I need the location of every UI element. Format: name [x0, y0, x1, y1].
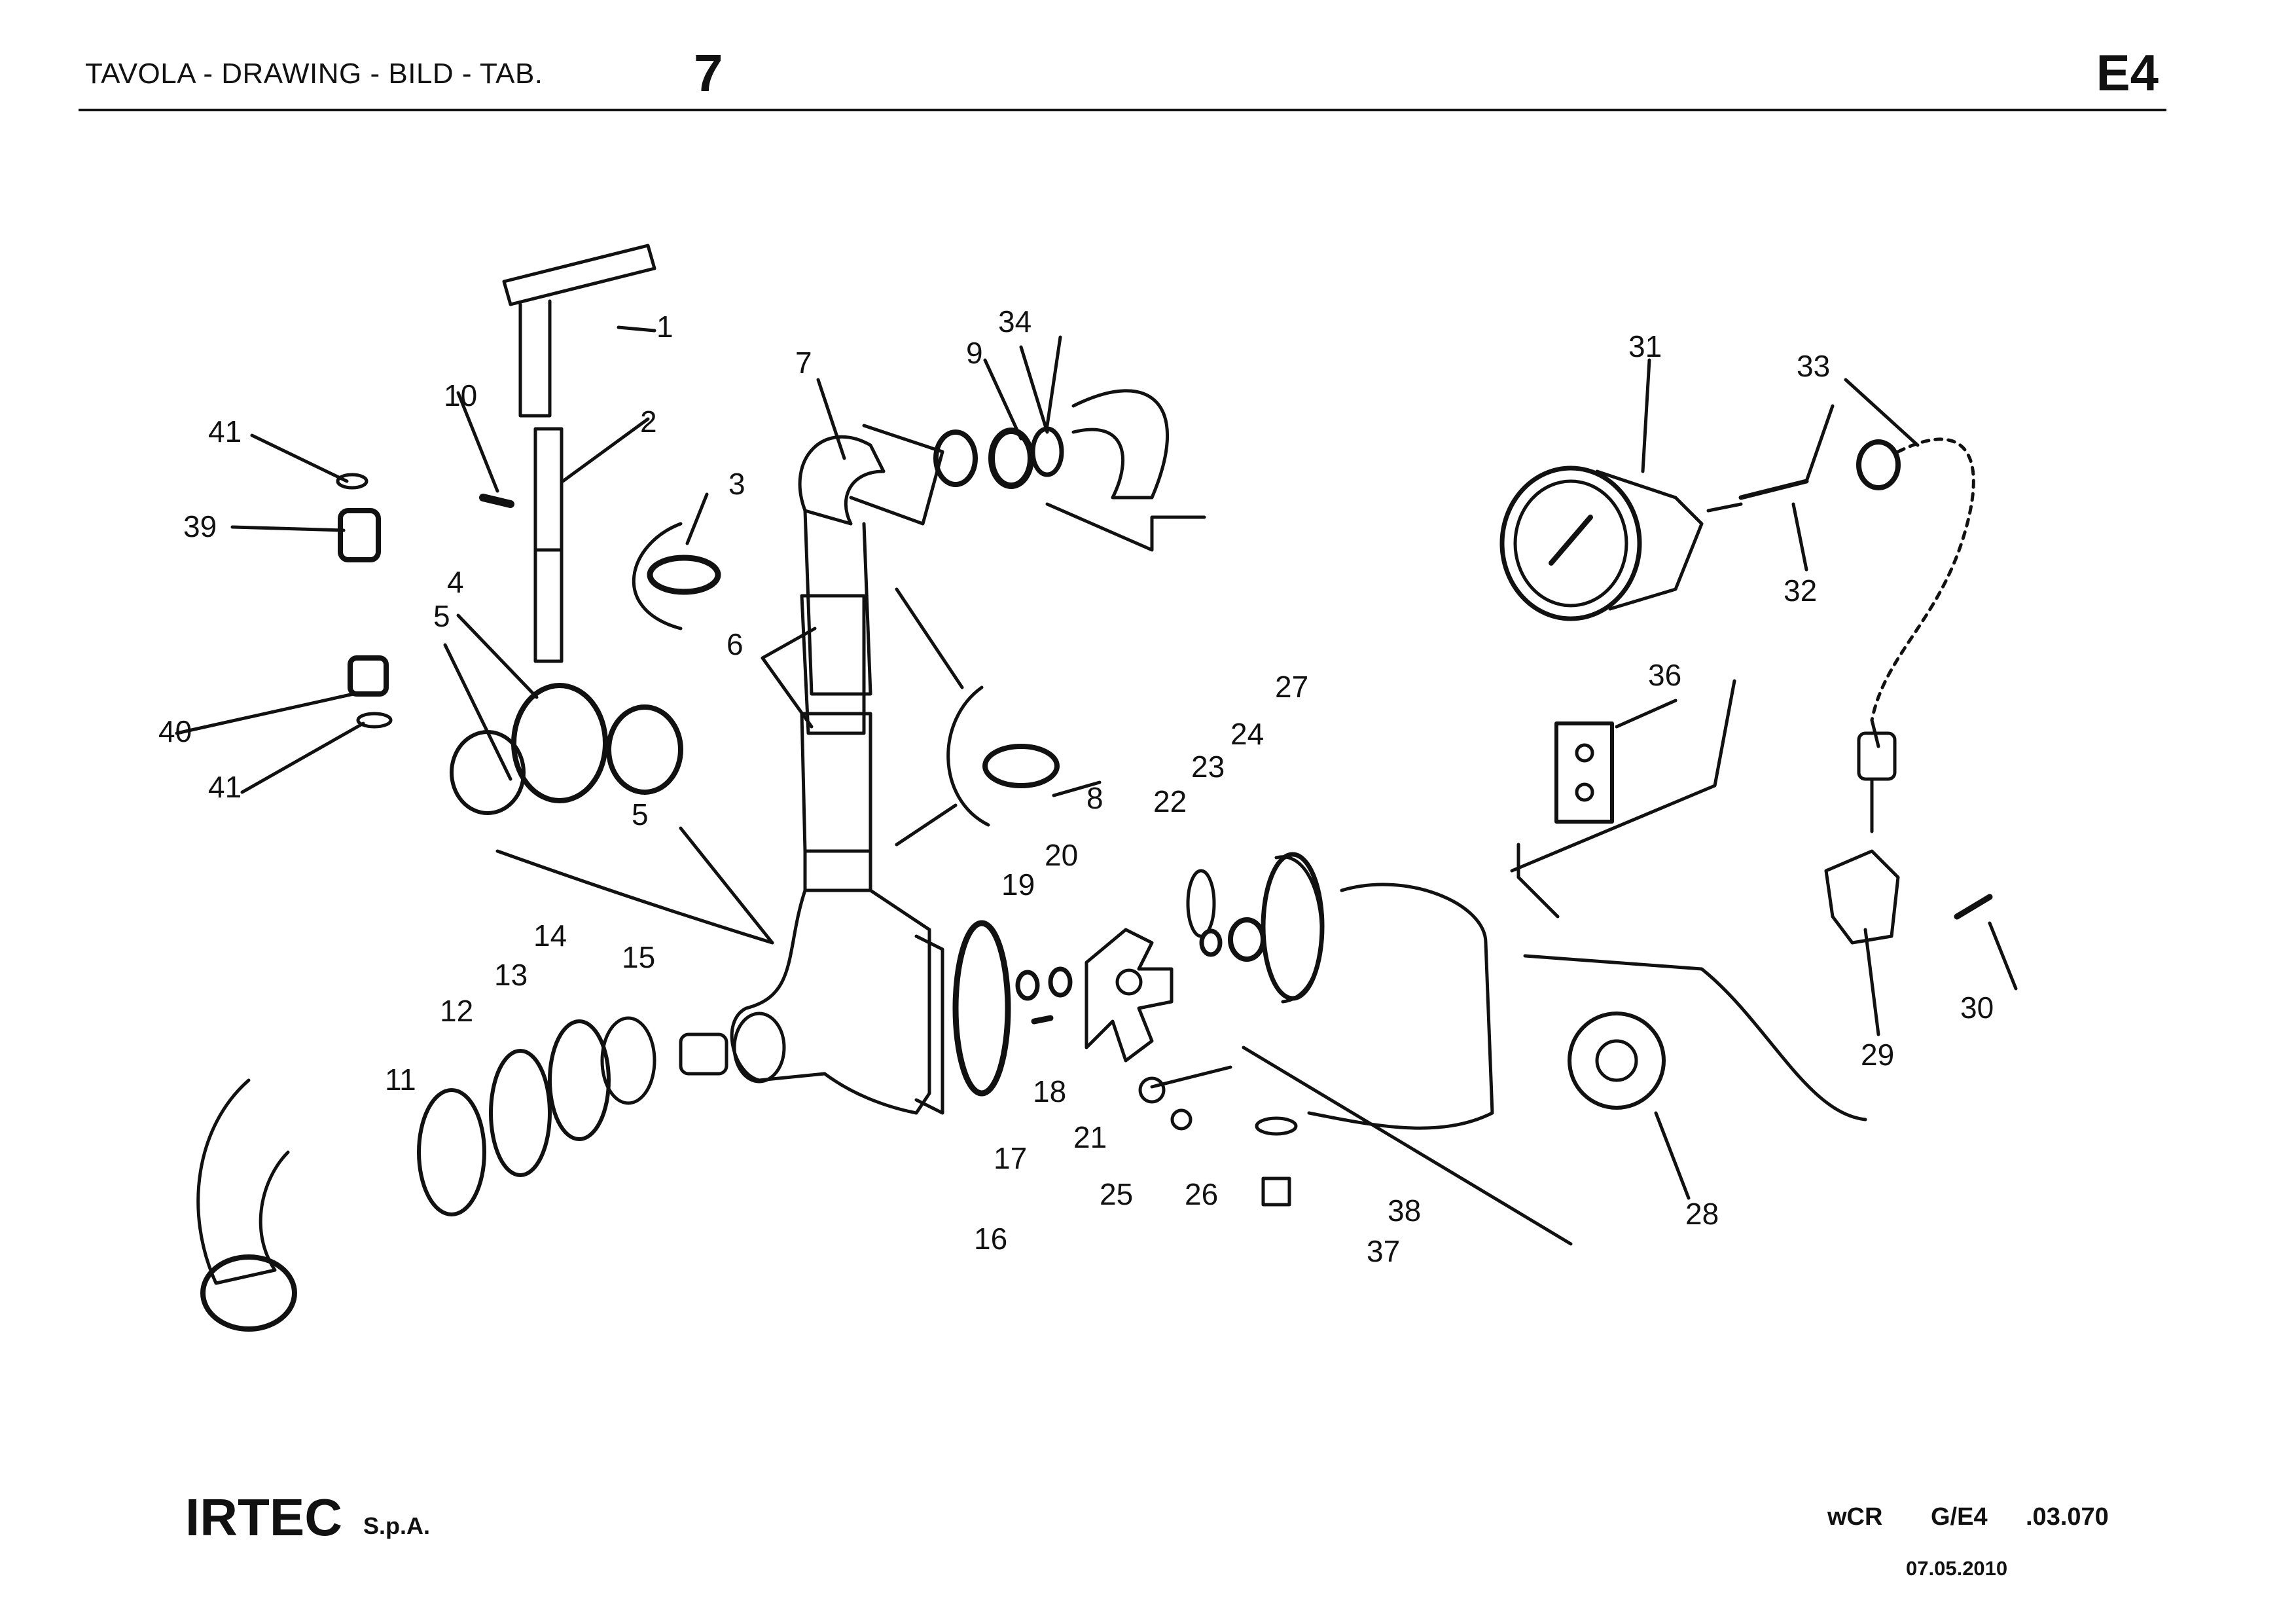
- bushing-part-15: [679, 1032, 728, 1076]
- callout-label: 27: [1275, 670, 1308, 704]
- callout-label: 30: [1960, 991, 1994, 1025]
- callout-label: 13: [494, 958, 528, 992]
- section-code: E4: [2096, 44, 2159, 101]
- callout-label: 4: [447, 565, 464, 599]
- gear-part-28: [1568, 1012, 1666, 1110]
- callout-label: 10: [444, 378, 477, 412]
- callout-label: 34: [998, 304, 1031, 338]
- callout-label: 7: [795, 346, 812, 380]
- callout-label: 3: [728, 467, 745, 501]
- clamp-part-8: [982, 744, 1060, 788]
- callout-label: 15: [622, 940, 655, 974]
- callout-label: 36: [1648, 658, 1681, 692]
- pump-body-part-16: [730, 888, 931, 1115]
- gasket-part-17: [952, 920, 1011, 1097]
- callout-label: 29: [1861, 1038, 1894, 1072]
- callout-label: 24: [1230, 717, 1264, 751]
- callout-label: 33: [1797, 349, 1830, 383]
- callout-label: 20: [1045, 838, 1078, 872]
- flange-part-12: [417, 1088, 486, 1216]
- callout-label: 41: [208, 414, 242, 448]
- table-number: 7: [694, 44, 723, 102]
- callout-label: 32: [1784, 574, 1817, 608]
- bracket-part-1: [502, 244, 656, 306]
- plate-part-36: [1554, 721, 1614, 824]
- callout-label: 26: [1185, 1177, 1218, 1211]
- callout-label: 17: [994, 1141, 1027, 1175]
- doc-code-3: .03.070: [2026, 1503, 2109, 1531]
- callout-label: 18: [1033, 1074, 1066, 1108]
- bushing-part-40: [348, 655, 389, 697]
- callout-label: 41: [208, 770, 242, 804]
- company-suffix: S.p.A.: [363, 1512, 431, 1539]
- plate-part-4: [511, 683, 608, 803]
- callout-label: 22: [1153, 784, 1187, 818]
- callout-label: 21: [1073, 1120, 1107, 1154]
- doc-code-2: G/E4: [1931, 1503, 1988, 1531]
- callout-label: 31: [1628, 329, 1662, 363]
- doc-date: 07.05.2010: [1906, 1557, 2008, 1580]
- flange-part-14: [548, 1019, 611, 1141]
- gauge-part-31: [1499, 465, 1642, 621]
- callout-label: 25: [1100, 1177, 1133, 1211]
- callout-label: 2: [640, 405, 657, 439]
- bushing-part-39: [338, 508, 381, 562]
- callout-label: 6: [726, 627, 744, 661]
- elbow-part-7: [798, 435, 886, 526]
- callout-label: 23: [1191, 750, 1225, 784]
- callout-label: 5: [433, 599, 450, 633]
- elbow-part-11: [200, 1254, 297, 1332]
- callout-label: 19: [1001, 867, 1035, 902]
- callout-label: 1: [656, 310, 673, 344]
- callout-label: 39: [183, 509, 217, 543]
- callout-label: 14: [533, 919, 567, 953]
- callout-label: 37: [1367, 1234, 1400, 1268]
- callout-label: 16: [974, 1222, 1007, 1256]
- callout-label: 5: [632, 797, 649, 831]
- callout-label: 40: [158, 714, 192, 748]
- o-ring-part-3: [647, 555, 721, 595]
- rod-part-2: [533, 427, 564, 663]
- callout-label: 11: [385, 1063, 416, 1097]
- drawing-title: TAVOLA - DRAWING - BILD - TAB.: [85, 58, 543, 90]
- company-logo: IRTEC: [185, 1488, 342, 1546]
- callout-label: 28: [1685, 1197, 1719, 1231]
- header-rule: [79, 109, 2166, 111]
- callout-label: 8: [1086, 781, 1103, 815]
- doc-code-1: wCR: [1827, 1503, 1883, 1531]
- switch-part-29: [1824, 849, 1900, 945]
- hose-part-6: [800, 594, 866, 735]
- callout-label: 38: [1388, 1194, 1421, 1228]
- impeller-part-21: [1085, 928, 1174, 1063]
- callout-label: 12: [440, 994, 473, 1028]
- callout-label: 9: [966, 336, 983, 370]
- flange-part-13: [489, 1049, 552, 1177]
